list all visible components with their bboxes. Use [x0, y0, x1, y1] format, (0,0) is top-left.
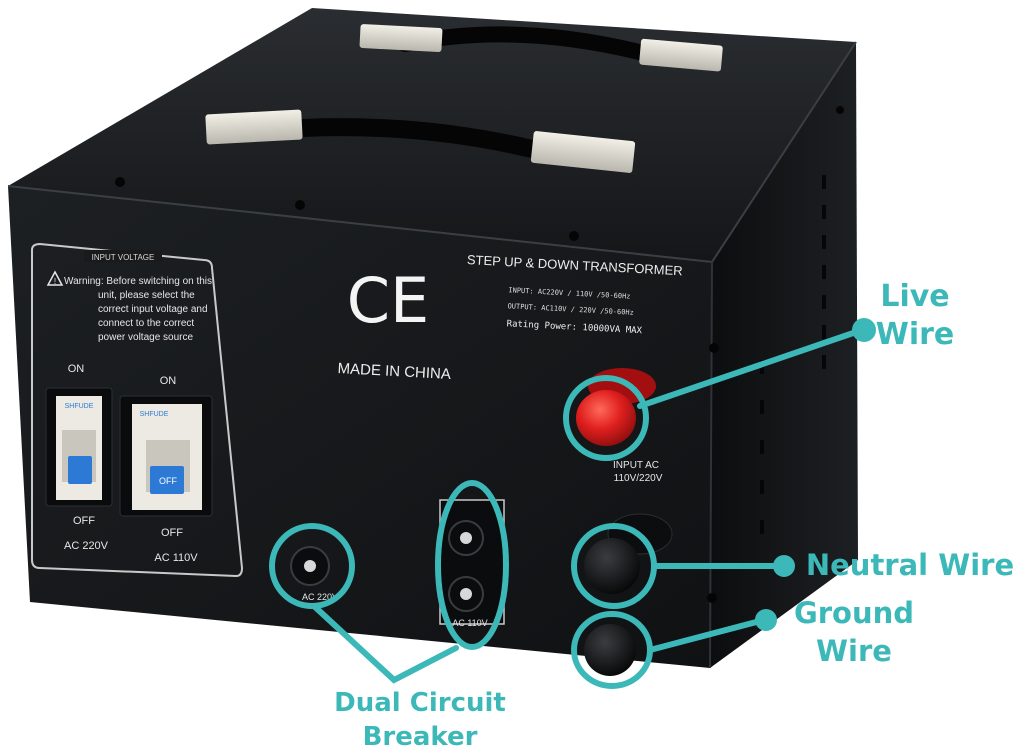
warning-line-3: correct input voltage and	[98, 304, 208, 315]
input-ac-label: INPUT AC	[613, 460, 659, 471]
transformer-body	[7, 8, 858, 669]
switch-1-on-label: ON	[68, 363, 85, 375]
fuse-ac110-highlight-ellipse	[435, 480, 509, 650]
input-ac-voltage: 110V/220V	[614, 473, 663, 484]
switch-2-on-label: ON	[160, 375, 177, 387]
live-wire-callout: Live Wire	[860, 278, 970, 354]
ground-wire-line-2: Wire	[816, 634, 892, 668]
breaker-line-2: Breaker	[362, 722, 478, 752]
fuse-ac110[interactable]: AC 110V	[439, 499, 505, 628]
input-voltage-panel: INPUT VOLTAGE ! Warning: Before switchin…	[31, 242, 244, 578]
switch-2-off-label: OFF	[161, 527, 183, 539]
switch-2-brand: SHFUDE	[140, 411, 169, 418]
fuse-ac110-label: AC 110V	[452, 618, 487, 628]
ground-wire-callout: Ground Wire	[786, 594, 922, 670]
switch-1-brand: SHFUDE	[65, 403, 94, 410]
live-wire-line-2: Wire	[875, 317, 955, 352]
ground-terminal	[584, 624, 636, 676]
live-highlight-circle	[563, 375, 649, 461]
fuse-ac220-label: AC 220V	[302, 592, 338, 602]
neutral-wire-callout: Neutral Wire	[805, 548, 1015, 582]
ground-wire-line-1: Ground	[793, 596, 915, 630]
warning-line-5: power voltage source	[98, 332, 193, 343]
input-voltage-title: INPUT VOLTAGE	[92, 253, 155, 262]
annotation-overlay	[269, 327, 865, 689]
switch-1-voltage-label: AC 220V	[64, 540, 109, 552]
made-in-china: MADE IN CHINA	[337, 360, 451, 383]
warning-icon	[46, 270, 64, 286]
breaker-line-1: Dual Circuit	[334, 688, 506, 718]
svg-text:!: !	[54, 277, 56, 286]
warning-line-4: connect to the correct	[98, 318, 194, 329]
ce-mark: CE	[347, 264, 429, 337]
switch-1-off-label: OFF	[73, 515, 95, 527]
rear-handle	[359, 24, 723, 72]
fuse-ac220[interactable]: AC 220V	[290, 546, 338, 602]
front-handle	[205, 109, 636, 173]
live-wire-line-1: Live	[880, 279, 950, 314]
dual-circuit-breaker-callout: Dual Circuit Breaker	[320, 686, 520, 754]
switch-2-voltage-label: AC 110V	[154, 552, 198, 564]
breaker-switch-ac110[interactable]: ON SHFUDE OFF OFF AC 110V	[119, 375, 213, 564]
breaker-switch-ac220[interactable]: ON SHFUDE OFF AC 220V	[45, 363, 113, 552]
warning-line-2: unit, please select the	[98, 290, 195, 301]
annotation-dots	[755, 318, 876, 631]
switch-2-lever-text: OFF	[159, 476, 177, 486]
warning-line-1: Warning: Before switching on this	[64, 276, 212, 287]
